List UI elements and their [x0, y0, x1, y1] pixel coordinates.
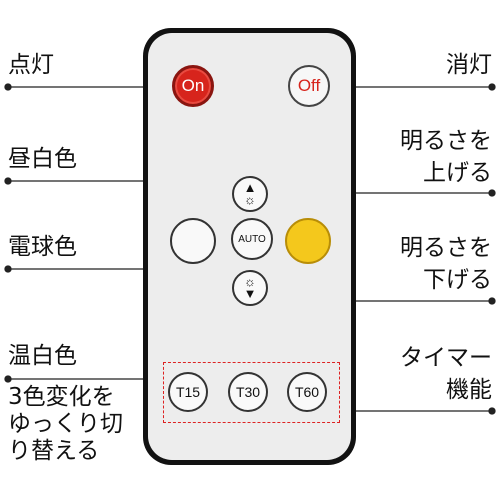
- brightness-up-button[interactable]: ▲ ☼: [232, 176, 268, 212]
- label-off-light: 消灯: [446, 52, 492, 78]
- down-arrow-icon: ▼: [243, 286, 257, 301]
- bulb-color-button[interactable]: [285, 218, 331, 264]
- auto-button[interactable]: AUTO: [231, 218, 273, 260]
- sun-icon: ☼: [244, 192, 256, 207]
- up-arrow-icon: ▲: [243, 180, 257, 195]
- timer-15-button[interactable]: T15: [168, 372, 208, 412]
- label-dim: 明るさを 下げる: [400, 235, 492, 293]
- brightness-down-button[interactable]: ☼ ▼: [232, 270, 268, 306]
- on-button[interactable]: On: [172, 65, 214, 107]
- label-warm-white: 温白色: [8, 343, 77, 369]
- off-button[interactable]: Off: [288, 65, 330, 107]
- label-brighten: 明るさを 上げる: [400, 128, 492, 186]
- sun-icon: ☼: [244, 274, 256, 289]
- timer-30-button[interactable]: T30: [228, 372, 268, 412]
- label-timer-function: タイマー 機能: [400, 345, 492, 403]
- timer-60-button[interactable]: T60: [287, 372, 327, 412]
- timer-outline: [163, 362, 340, 423]
- label-daylight-white: 昼白色: [8, 146, 77, 172]
- daylight-white-button[interactable]: [170, 218, 216, 264]
- label-on-light: 点灯: [8, 52, 54, 78]
- label-bulb-color: 電球色: [8, 234, 77, 260]
- label-color-change: 3色変化を ゆっくり切 り替える: [8, 384, 123, 464]
